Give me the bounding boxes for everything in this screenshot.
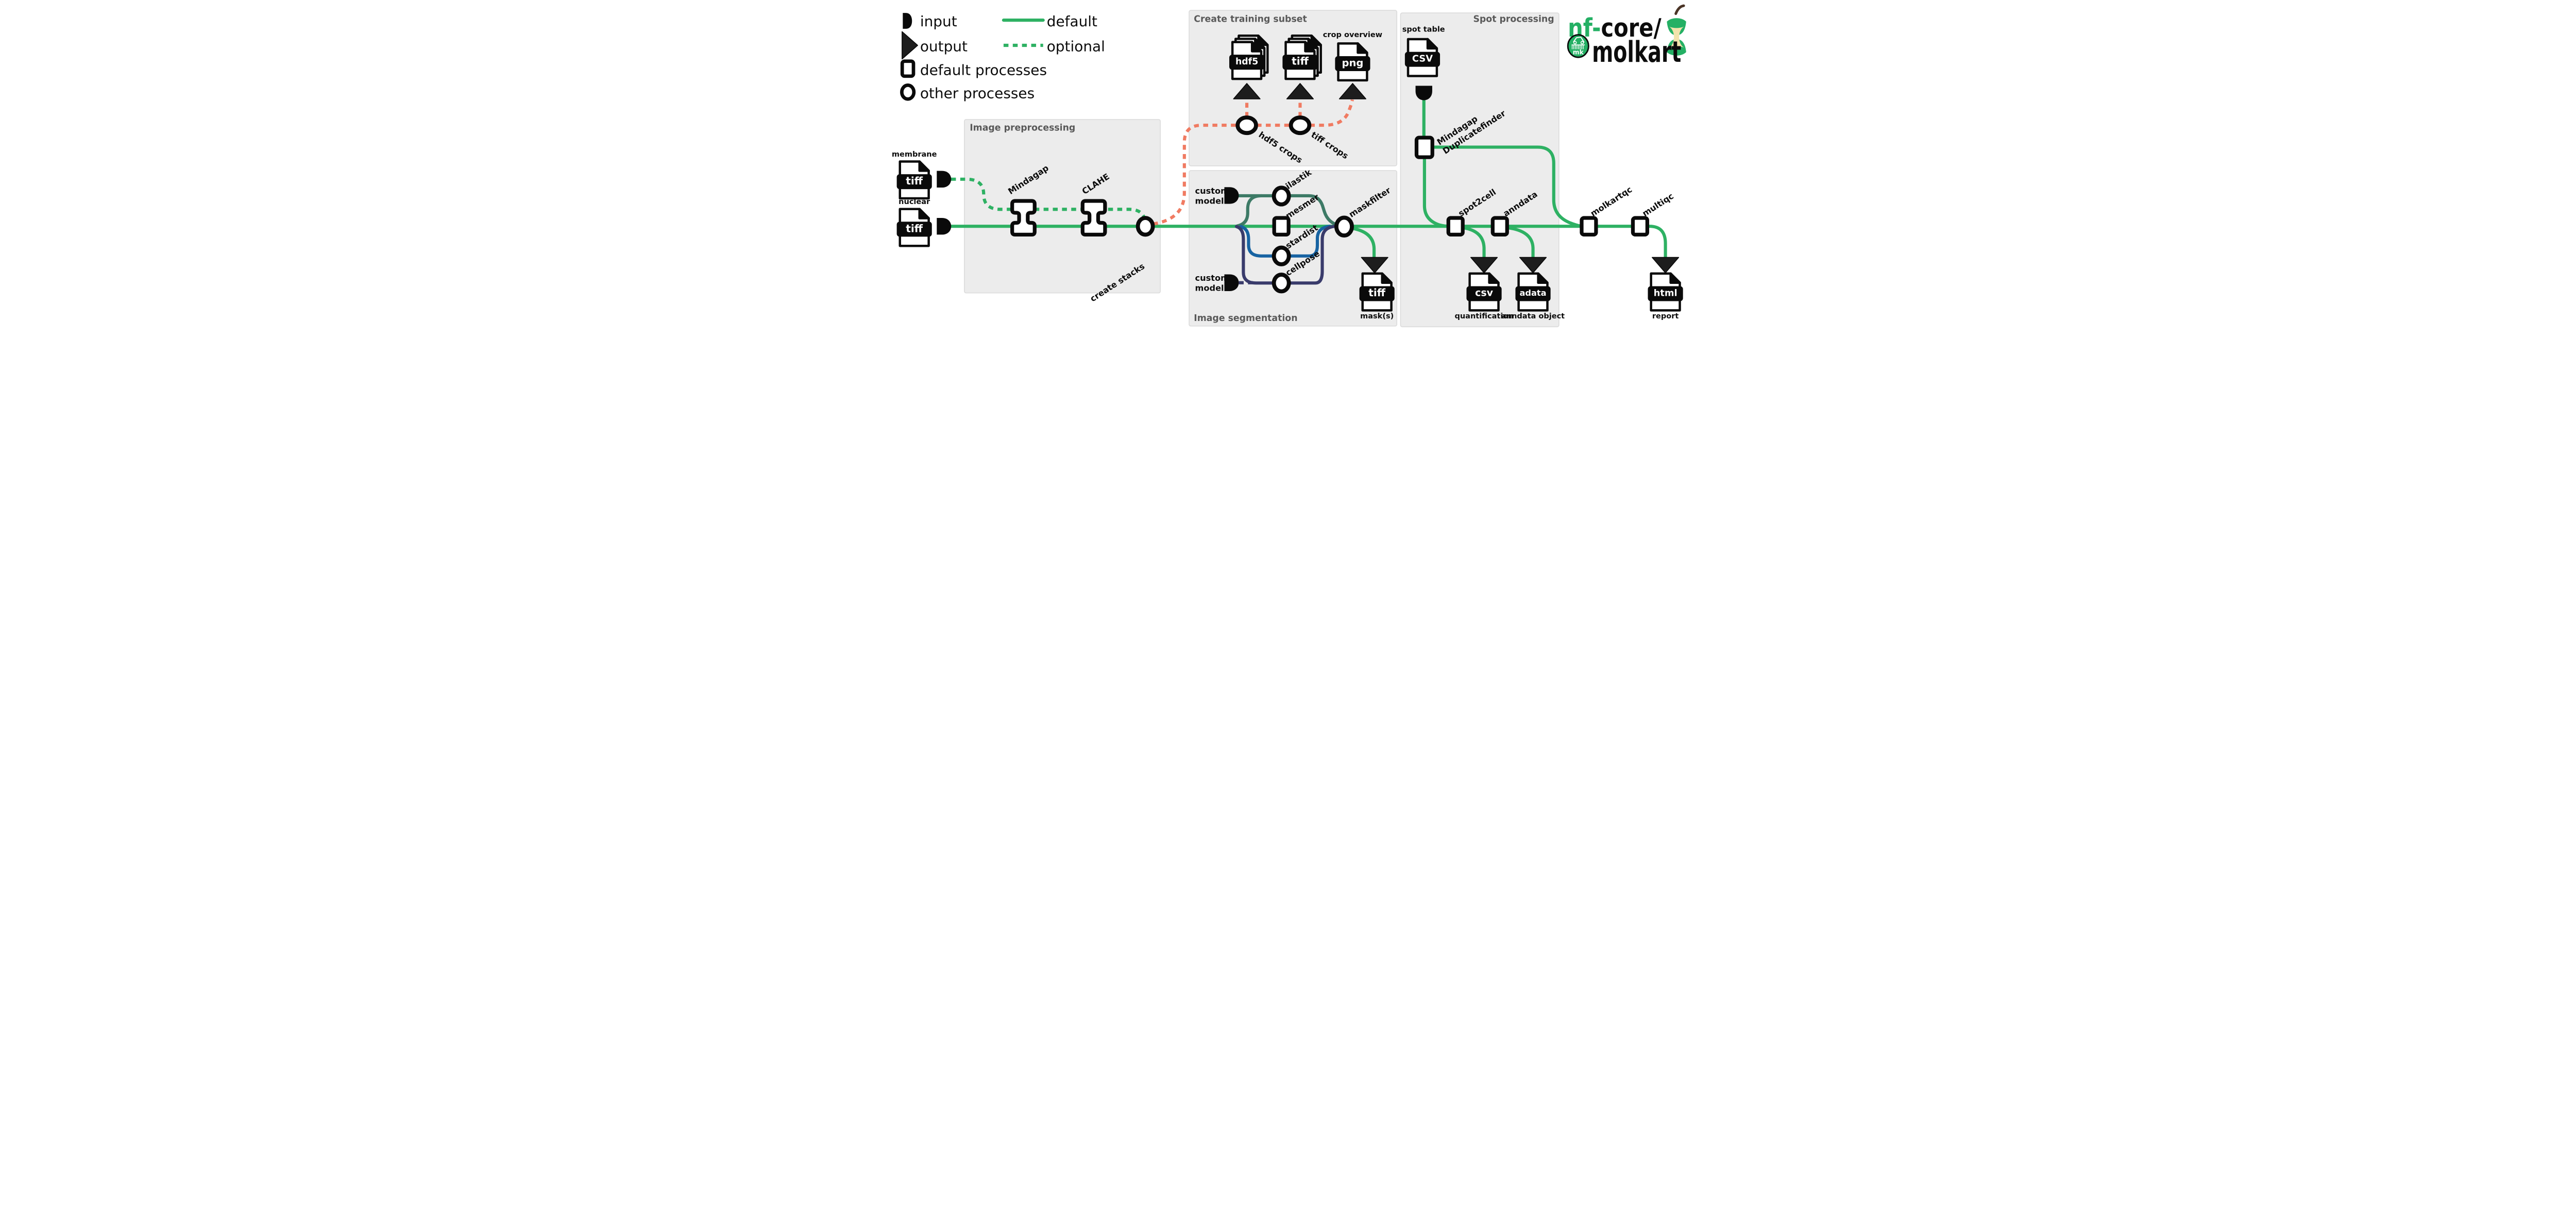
svg-text:csv: csv xyxy=(1475,287,1494,298)
node-cellpose xyxy=(1274,275,1289,291)
label-nuclear: nuclear xyxy=(899,198,930,206)
svg-text:model: model xyxy=(1195,283,1224,293)
edge-ilastik xyxy=(1235,194,1342,228)
svg-text:custom: custom xyxy=(1195,273,1229,283)
title-create-training-subset: Create training subset xyxy=(1194,14,1307,24)
legend-other-processes-label: other processes xyxy=(920,85,1035,102)
legend-default-processes-label: default processes xyxy=(920,61,1047,78)
nf-core-molkart-logo: nf-core/ mk molkart xyxy=(1567,4,1686,69)
svg-text:tiff: tiff xyxy=(1368,286,1386,299)
node-ilastik xyxy=(1274,188,1289,204)
legend-input-label: input xyxy=(920,13,957,30)
edge-training-optional xyxy=(1153,99,1354,226)
edge-maskfilter-to-mask xyxy=(1349,226,1376,259)
file-icon-mask-tiff: tiff xyxy=(1359,274,1395,311)
svg-text:custom: custom xyxy=(1195,186,1229,196)
mk-badge-icon: mk xyxy=(1567,34,1589,58)
logo-molkart-text: molkart xyxy=(1592,36,1681,69)
input-nuclear: nuclear tiff xyxy=(896,198,952,246)
label-spot-table: spot table xyxy=(1402,25,1445,33)
output-anndata-object: adata anndata object xyxy=(1501,274,1565,320)
svg-text:CSV: CSV xyxy=(1412,54,1433,64)
legend-output-label: output xyxy=(920,38,968,55)
legend-input-icon xyxy=(903,13,912,29)
edge-spot-chain xyxy=(1422,97,1584,260)
molkart-pipeline-svg: Image preprocessing Create training subs… xyxy=(892,4,1686,328)
label-molkartqc: molkartqc xyxy=(1589,184,1634,218)
node-anndata xyxy=(1493,218,1507,234)
output-png: crop overview png xyxy=(1323,31,1382,80)
node-hdf5-crops xyxy=(1238,117,1256,133)
apple-core-icon xyxy=(1667,4,1686,56)
node-molkartqc xyxy=(1582,218,1596,234)
node-tiff-crops xyxy=(1291,117,1310,133)
title-image-segmentation: Image segmentation xyxy=(1194,313,1297,324)
input-custom-model-top: custom model xyxy=(1195,186,1239,206)
file-icon-quant-csv: csv xyxy=(1466,274,1502,311)
node-create-stacks xyxy=(1138,218,1153,234)
legend-optional-label: optional xyxy=(1047,38,1105,55)
node-maskfilter xyxy=(1334,215,1354,238)
svg-text:hdf5: hdf5 xyxy=(1235,57,1258,67)
legend-other-process-icon xyxy=(900,83,916,101)
output-report: html report xyxy=(1648,274,1683,320)
file-icon-png: png xyxy=(1335,43,1370,80)
svg-text:mk: mk xyxy=(1573,49,1584,56)
node-stardist xyxy=(1274,248,1289,264)
label-quantification: quantification xyxy=(1454,312,1513,320)
file-icon-spot-table-csv: CSV xyxy=(1404,39,1440,76)
edge-multiqc-to-report xyxy=(1639,225,1667,259)
label-report: report xyxy=(1652,312,1679,320)
input-icon-nuclear xyxy=(937,218,952,235)
arrow-report-output xyxy=(1652,257,1680,274)
node-spot2cell xyxy=(1448,218,1463,234)
output-quantification: csv quantification xyxy=(1454,274,1514,320)
output-mask: tiff mask(s) xyxy=(1359,274,1395,320)
node-duplicatefinder xyxy=(1414,136,1434,159)
label-multiqc: multiqc xyxy=(1640,191,1675,218)
label-crop-overview: crop overview xyxy=(1323,31,1382,39)
svg-text:tiff: tiff xyxy=(1292,55,1309,67)
node-mesmer xyxy=(1274,218,1289,234)
svg-text:model: model xyxy=(1195,196,1224,206)
svg-text:tiff: tiff xyxy=(906,222,923,234)
label-mask: mask(s) xyxy=(1360,312,1394,320)
input-icon-membrane xyxy=(937,171,952,188)
box-image-preprocessing xyxy=(964,119,1161,294)
label-membrane: membrane xyxy=(892,150,937,159)
title-spot-processing: Spot processing xyxy=(1473,14,1554,24)
box-image-segmentation xyxy=(1189,170,1398,327)
pipeline-diagram: Image preprocessing Create training subs… xyxy=(884,0,1692,341)
svg-text:html: html xyxy=(1654,287,1677,298)
input-custom-model-bottom: custom model xyxy=(1195,273,1239,293)
label-anndata-object: anndata object xyxy=(1501,312,1565,320)
legend-default-process-icon xyxy=(900,59,916,78)
file-icon-adata: adata xyxy=(1515,274,1551,311)
file-icon-tiff-stack: tiff xyxy=(1282,36,1320,79)
title-image-preprocessing: Image preprocessing xyxy=(970,123,1075,133)
legend-output-icon xyxy=(902,31,918,60)
file-icon-nuclear-tiff: tiff xyxy=(896,209,932,246)
node-multiqc xyxy=(1633,218,1647,234)
input-membrane: membrane tiff xyxy=(892,150,952,198)
svg-text:adata: adata xyxy=(1519,288,1546,298)
box-spot-processing xyxy=(1400,12,1560,328)
file-icon-report-html: html xyxy=(1648,274,1683,311)
file-icon-membrane-tiff: tiff xyxy=(896,161,932,198)
file-icon-hdf5-stack: hdf5 xyxy=(1229,36,1267,79)
input-spot-table: spot table CSV xyxy=(1402,25,1445,100)
legend: input output default optional default pr… xyxy=(900,13,1105,102)
edge-membrane-optional xyxy=(951,177,1146,219)
legend-default-label: default xyxy=(1047,13,1097,30)
svg-text:png: png xyxy=(1342,57,1363,69)
svg-text:tiff: tiff xyxy=(906,175,923,187)
